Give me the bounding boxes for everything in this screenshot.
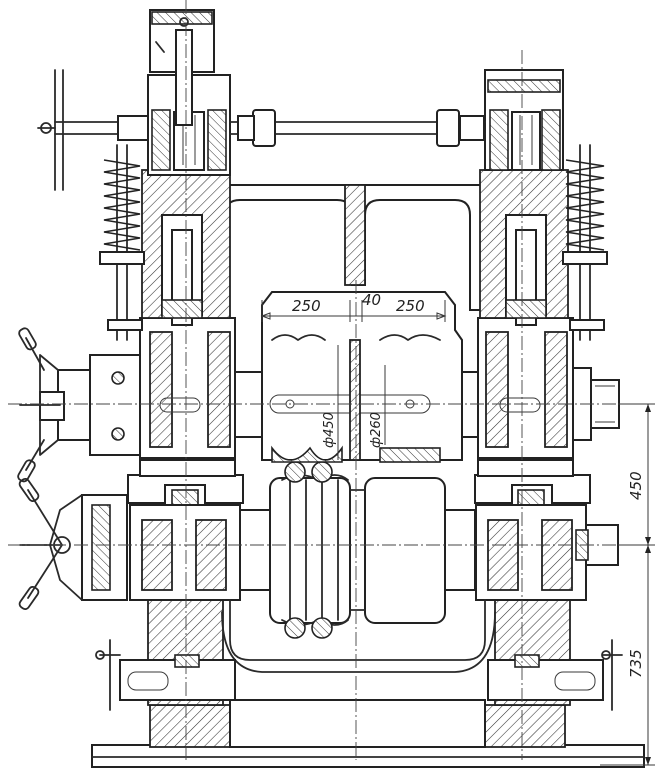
screwdown-column-left [141,9,231,326]
dim-center-distance: 450 [627,471,645,500]
lower-roll [239,461,476,639]
upper-frame-bridge [224,184,493,311]
upper-chock-right [477,317,574,477]
dim-roll-gap: 40 [362,291,381,309]
lower-bearing-left [129,504,241,601]
dimension-diameters [337,345,386,460]
bottom-adjuster-left [95,639,236,711]
base-plate [91,699,645,768]
upper-chock-left [139,317,236,477]
bottom-adjuster-right [487,639,623,711]
balance-spring-right [562,144,608,341]
lower-handwheel-left [18,477,128,611]
screwdown-column-right [479,69,569,326]
balance-spring-left [99,144,145,341]
dimension-top-lengths [260,300,447,322]
dim-roll-diameter-outer: ф450 [322,412,337,448]
upper-roll [234,291,493,463]
lower-bearing-right [475,504,587,601]
dim-roll-length-right: 250 [396,297,425,315]
dim-roll-length-left: 250 [292,297,321,315]
dimension-right-vertical [600,403,655,766]
screwdown-handwheel [37,69,64,191]
sync-shaft [54,109,486,147]
dim-lower-roll-height: 735 [627,649,645,678]
upper-housing-left-bearing [17,327,141,483]
dim-roll-diameter-neck: ф260 [369,412,384,448]
